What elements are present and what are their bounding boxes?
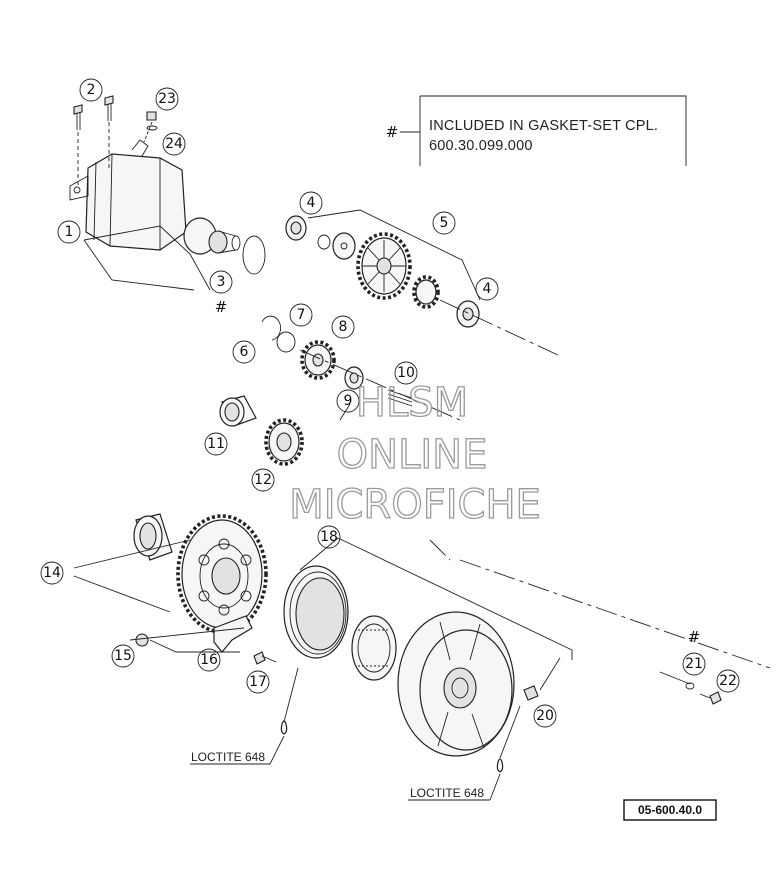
svg-text:14: 14 [43,565,61,581]
svg-text:4: 4 [307,195,316,211]
callout-15: 15 [111,644,135,668]
hash-mark-part-3: # [215,298,228,316]
loctite-label-left: LOCTITE 648 [191,750,265,764]
callout-9: 9 [336,389,360,413]
svg-text:23: 23 [158,91,176,107]
diagram-code-box: 05-600.40.0 [623,799,717,821]
watermark-line-2: ONLINE [337,432,488,478]
note-line-1: INCLUDED IN GASKET-SET CPL. [429,118,658,134]
idler-gear-assembly-middle [261,315,461,421]
callout-16: 16 [197,648,221,672]
starter-terminal-fitting [143,111,158,143]
callout-24: 24 [162,132,186,156]
callout-18: 18 [317,525,341,549]
callout-8: 8 [331,315,355,339]
callout-7: 7 [289,303,313,327]
svg-text:2: 2 [87,82,96,98]
watermark-line-1: HLSM [356,380,468,426]
flywheel-rotor [397,611,539,757]
callout-14: 14 [40,561,64,585]
callout-3: 3 [209,270,233,294]
svg-text:3: 3 [217,274,226,290]
small-bolt-and-washer [685,682,722,705]
callout-4-lower: 4 [475,277,499,301]
callout-12: 12 [251,468,275,492]
svg-text:8: 8 [339,319,348,335]
svg-text:16: 16 [200,652,218,668]
callout-11: 11 [204,432,228,456]
callout-4-upper: 4 [299,191,323,215]
callout-22: 22 [716,669,740,693]
svg-text:1: 1 [65,224,74,240]
callout-2: 2 [79,78,103,102]
svg-text:5: 5 [440,215,449,231]
idler-gear-assembly-top [285,209,561,357]
assembly-guide-lines [73,225,771,691]
gasket-set-note: # INCLUDED IN GASKET-SET CPL. 600.30.099… [386,95,687,166]
freewheel-ring [283,565,397,681]
callout-10: 10 [394,361,418,385]
callout-6: 6 [232,340,256,364]
callout-21: 21 [682,652,706,676]
callout-1: 1 [57,220,81,244]
callout-20: 20 [533,704,557,728]
svg-text:20: 20 [536,708,554,724]
callout-23: 23 [155,87,179,111]
svg-text:18: 18 [320,529,338,545]
svg-text:6: 6 [240,344,249,360]
needle-bearing-upper [219,395,257,427]
hash-mark-part-21: # [688,628,701,646]
o-ring [242,235,266,275]
svg-text:15: 15 [114,648,132,664]
svg-text:21: 21 [685,656,703,672]
svg-text:24: 24 [165,136,183,152]
note-hash-mark: # [386,123,399,141]
svg-text:9: 9 [344,393,353,409]
svg-text:7: 7 [297,307,306,323]
starter-bolts [73,95,114,188]
watermark: HLSM ONLINE MICROFICHE [289,379,542,528]
svg-text:17: 17 [249,674,267,690]
loctite-label-right: LOCTITE 648 [410,786,484,800]
idler-gear-upper [264,418,304,466]
starter-motor [69,139,241,255]
callout-5: 5 [432,211,456,235]
svg-text:12: 12 [254,472,272,488]
starter-drive-gear [133,513,268,634]
diagram-code: 05-600.40.0 [638,803,702,817]
svg-text:4: 4 [483,281,492,297]
svg-text:11: 11 [207,436,225,452]
svg-text:22: 22 [719,673,737,689]
watermark-line-3: MICROFICHE [289,482,541,528]
svg-text:10: 10 [397,365,415,381]
loctite-markers: LOCTITE 648 LOCTITE 648 [190,667,521,801]
note-line-2: 600.30.099.000 [429,138,533,154]
gear-retainer-parts [135,615,277,665]
callout-17: 17 [246,670,270,694]
